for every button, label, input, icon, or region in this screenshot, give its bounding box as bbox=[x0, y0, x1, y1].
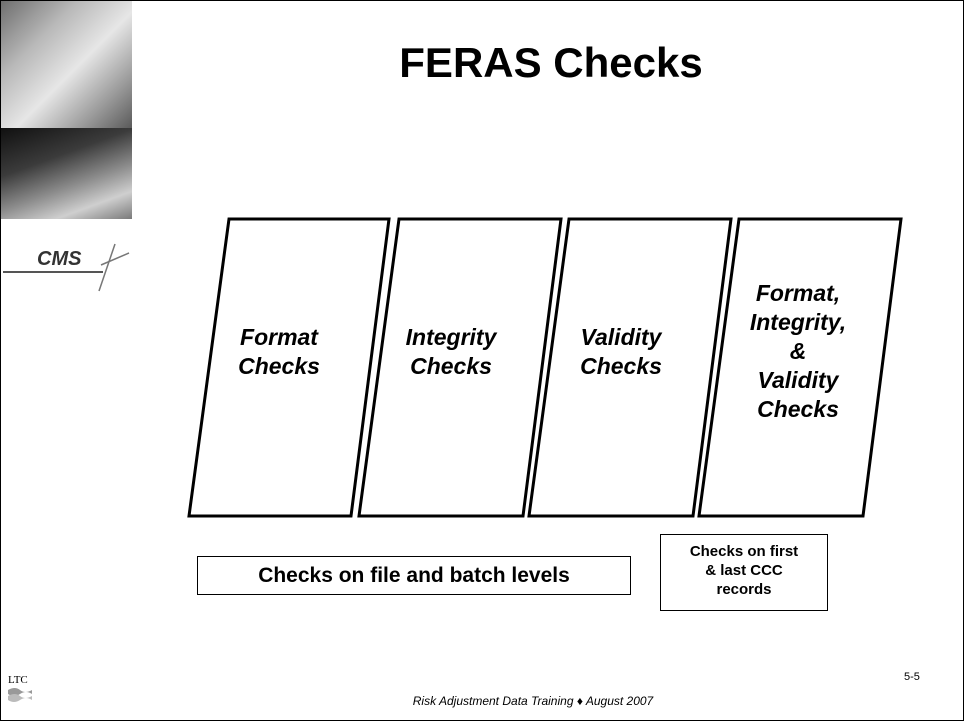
panel-integrity-line-1: Integrity bbox=[405, 324, 497, 350]
panel-all-line-4: Validity bbox=[757, 367, 839, 393]
slide-title: FERAS Checks bbox=[399, 39, 703, 86]
panel-validity-text: Validity Checks bbox=[561, 323, 681, 381]
panel-validity bbox=[527, 217, 733, 518]
ccc-line-1: Checks on first bbox=[689, 543, 799, 560]
panel-format-line-2: Checks bbox=[238, 353, 320, 379]
panel-format-text: Format Checks bbox=[219, 323, 339, 381]
panel-validity-line-1: Validity bbox=[580, 324, 662, 350]
panel-format-line-1: Format bbox=[240, 324, 318, 350]
panel-all-line-5: Checks bbox=[757, 396, 839, 422]
ccc-line-3: records bbox=[716, 581, 772, 598]
page-number: 5-5 bbox=[904, 671, 920, 683]
cms-logo: CMS bbox=[3, 243, 130, 292]
panel-all-line-2: Integrity, bbox=[749, 309, 847, 335]
panel-all bbox=[697, 217, 903, 518]
medical-photo-top bbox=[1, 1, 132, 128]
stethoscope-keyboard-photo bbox=[1, 128, 132, 219]
svg-text:LTC: LTC bbox=[8, 674, 28, 686]
footer-text: Risk Adjustment Data Training ♦ August 2… bbox=[412, 694, 654, 708]
ltc-logo: LTC bbox=[8, 674, 32, 702]
panel-format bbox=[187, 217, 391, 518]
panel-validity-line-2: Checks bbox=[580, 353, 662, 379]
panel-all-line-1: Format, bbox=[755, 280, 841, 306]
ccc-line-2: & last CCC bbox=[705, 562, 783, 579]
ccc-records-box: Checks on first & last CCC records bbox=[660, 534, 828, 611]
panel-integrity-text: Integrity Checks bbox=[391, 323, 511, 381]
file-batch-levels-box: Checks on file and batch levels bbox=[197, 556, 631, 595]
panel-all-line-3: & bbox=[789, 338, 807, 364]
svg-text:CMS: CMS bbox=[37, 248, 82, 270]
panel-all-text: Format, Integrity, & Validity Checks bbox=[733, 279, 863, 424]
panel-integrity-line-2: Checks bbox=[410, 353, 492, 379]
panel-integrity bbox=[357, 217, 563, 518]
